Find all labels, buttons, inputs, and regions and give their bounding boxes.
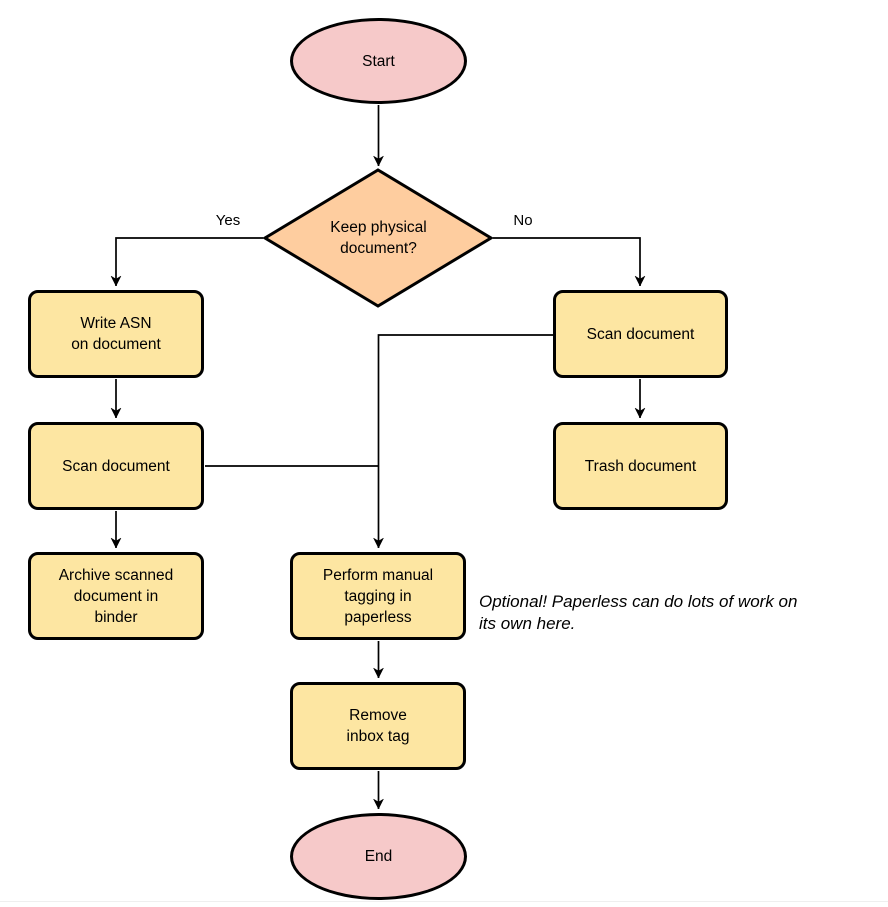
node-scan-document-right-label: Scan document	[586, 325, 695, 343]
node-scan-document-left-label: Scan document	[62, 457, 170, 475]
edge-scan-right-to-tagging	[372, 334, 553, 549]
node-manual-tagging-label: Perform manual tagging in paperless	[322, 566, 434, 626]
node-decision-label: Keep physical document?	[330, 219, 427, 257]
optional-note: Optional! Paperless can do lots of work …	[479, 592, 798, 633]
edge-decision-yes-to-write-asn	[110, 237, 263, 287]
bottom-hairline	[0, 901, 888, 902]
decision-diamond-shape	[262, 168, 494, 308]
node-end-label: End	[364, 848, 393, 865]
node-remove-inbox-tag-label: Remove inbox tag	[346, 707, 410, 745]
node-end: End	[290, 813, 467, 900]
node-trash-document: Trash document	[553, 422, 728, 510]
edge-decision-no-to-scan-right	[493, 237, 646, 287]
node-archive-binder-label: Archive scanned document in binder	[58, 566, 174, 626]
edge-label-yes: Yes	[215, 212, 241, 229]
node-manual-tagging: Perform manual tagging in paperless	[290, 552, 466, 640]
node-remove-inbox-tag: Remove inbox tag	[290, 682, 466, 770]
node-decision: Keep physical document?	[278, 215, 479, 261]
node-start: Start	[290, 18, 467, 104]
edge-label-no: No	[513, 212, 533, 229]
node-write-asn: Write ASN on document	[28, 290, 204, 378]
node-scan-document-right: Scan document	[553, 290, 728, 378]
node-archive-binder: Archive scanned document in binder	[28, 552, 204, 640]
node-start-label: Start	[362, 52, 395, 70]
node-write-asn-label: Write ASN on document	[71, 315, 161, 353]
node-trash-document-label: Trash document	[584, 457, 697, 475]
node-scan-document-left: Scan document	[28, 422, 204, 510]
